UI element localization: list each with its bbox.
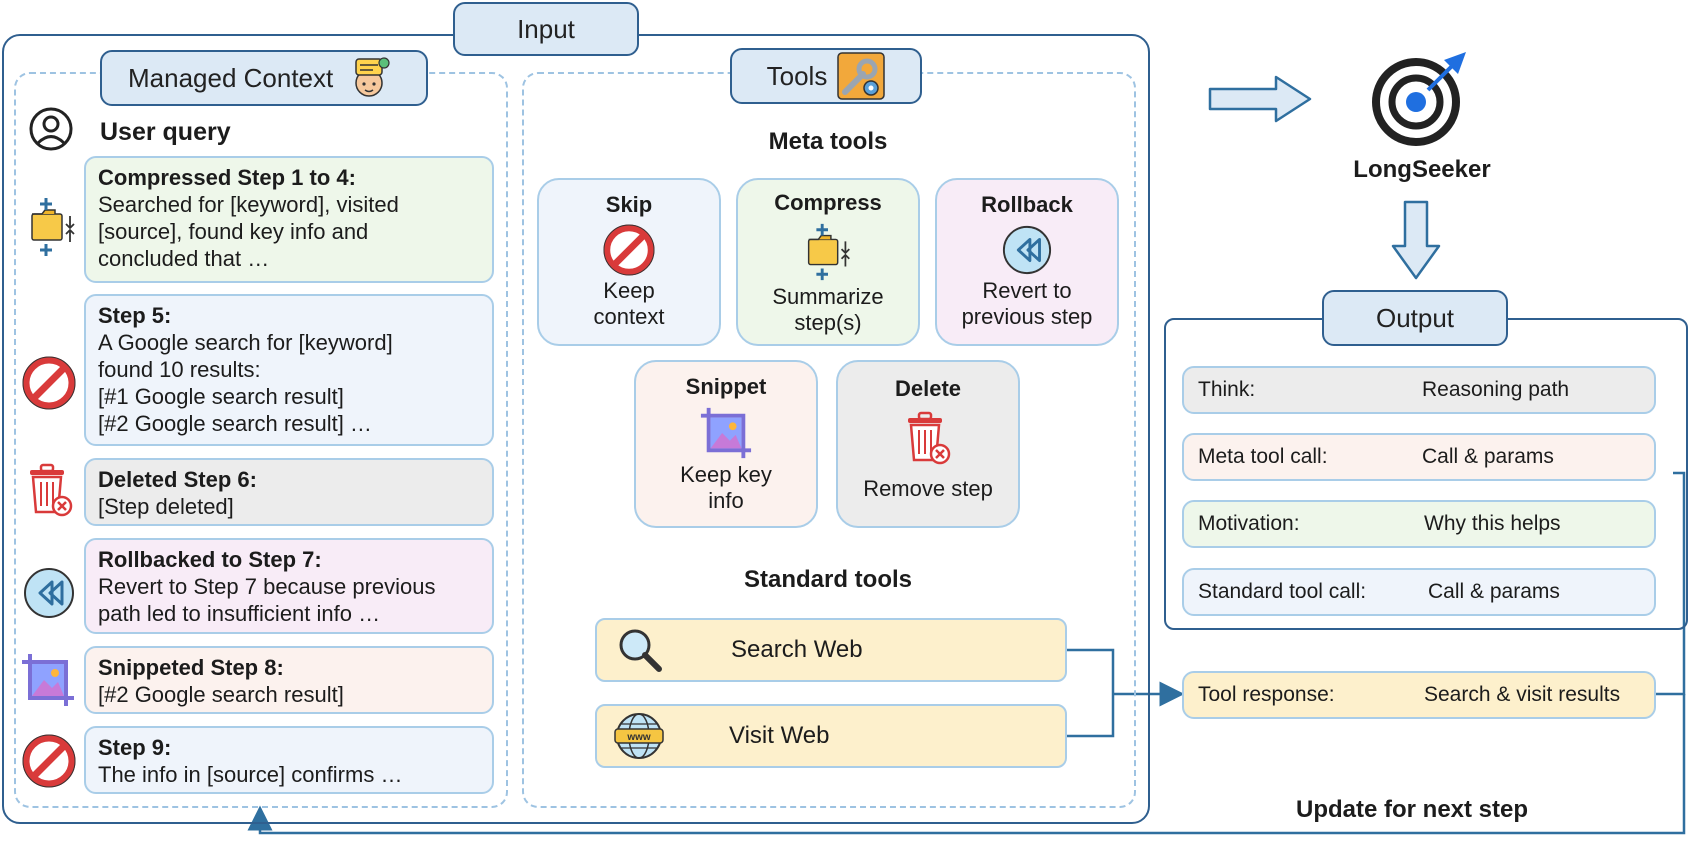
compress-folder-icon: [807, 223, 850, 281]
meta-tools-heading: Meta tools: [768, 128, 888, 155]
standard-tools-heading: Standard tools: [743, 566, 912, 593]
meta-tool-delete: Delete Remove step: [836, 360, 1020, 528]
user-icon: [29, 107, 73, 151]
trash-icon: [30, 463, 73, 517]
meta-tool-rollback: Rollback Revert to previous step: [935, 178, 1119, 346]
svg-text:www: www: [626, 732, 651, 743]
context-step-rollback: Rollbacked to Step 7: Revert to Step 7 b…: [84, 538, 494, 634]
crop-image-icon: [700, 407, 752, 459]
no-entry-icon: [22, 356, 76, 410]
tool-response-row: Tool response: Search & visit results: [1182, 671, 1656, 719]
output-row-standard-tool-call: Standard tool call: Call & params: [1182, 568, 1656, 616]
thinking-person-icon: [355, 57, 390, 97]
context-step-5: Step 5: A Google search for [keyword] fo…: [84, 294, 494, 446]
rewind-icon: [1002, 225, 1052, 275]
compress-folder-icon: [31, 198, 75, 256]
arrow-down-icon: [1391, 200, 1441, 280]
managed-context-label: Managed Context: [100, 50, 428, 106]
update-label: Update for next step: [1296, 796, 1529, 823]
meta-tool-snippet: Snippet Keep key info: [634, 360, 818, 528]
output-label: Output: [1322, 290, 1508, 346]
rewind-icon: [24, 568, 74, 618]
arrow-right-icon: [1208, 75, 1312, 123]
context-step-9: Step 9: The info in [source] confirms …: [84, 726, 494, 794]
no-entry-icon: [603, 224, 655, 276]
context-step-compressed: Compressed Step 1 to 4: Searched for [ke…: [84, 156, 494, 283]
context-step-deleted: Deleted Step 6: [Step deleted]: [84, 458, 494, 526]
user-query-label: User query: [100, 118, 231, 146]
meta-tool-skip: Skip Keep context: [537, 178, 721, 346]
crop-image-icon: [22, 654, 74, 706]
magnifier-icon: [619, 629, 662, 672]
output-row-think: Think: Reasoning path: [1182, 366, 1656, 414]
input-label: Input: [453, 2, 639, 56]
output-row-motivation: Motivation: Why this helps: [1182, 500, 1656, 548]
context-step-snippet: Snippeted Step 8: [#2 Google search resu…: [84, 646, 494, 714]
standard-tool-search-web: Search Web: [595, 618, 1067, 682]
target-logo-icon: [1372, 52, 1466, 146]
meta-tool-compress: Compress Summarize step(s): [736, 178, 920, 346]
tools-label: Tools: [730, 48, 922, 104]
output-row-meta-tool-call: Meta tool call: Call & params: [1182, 433, 1656, 481]
standard-tool-visit-web: www Visit Web: [595, 704, 1067, 768]
globe-www-icon: www: [614, 713, 664, 759]
no-entry-icon: [22, 734, 76, 788]
agent-name: LongSeeker: [1353, 156, 1491, 183]
wrench-gear-icon: [837, 52, 886, 100]
trash-icon: [908, 411, 951, 465]
